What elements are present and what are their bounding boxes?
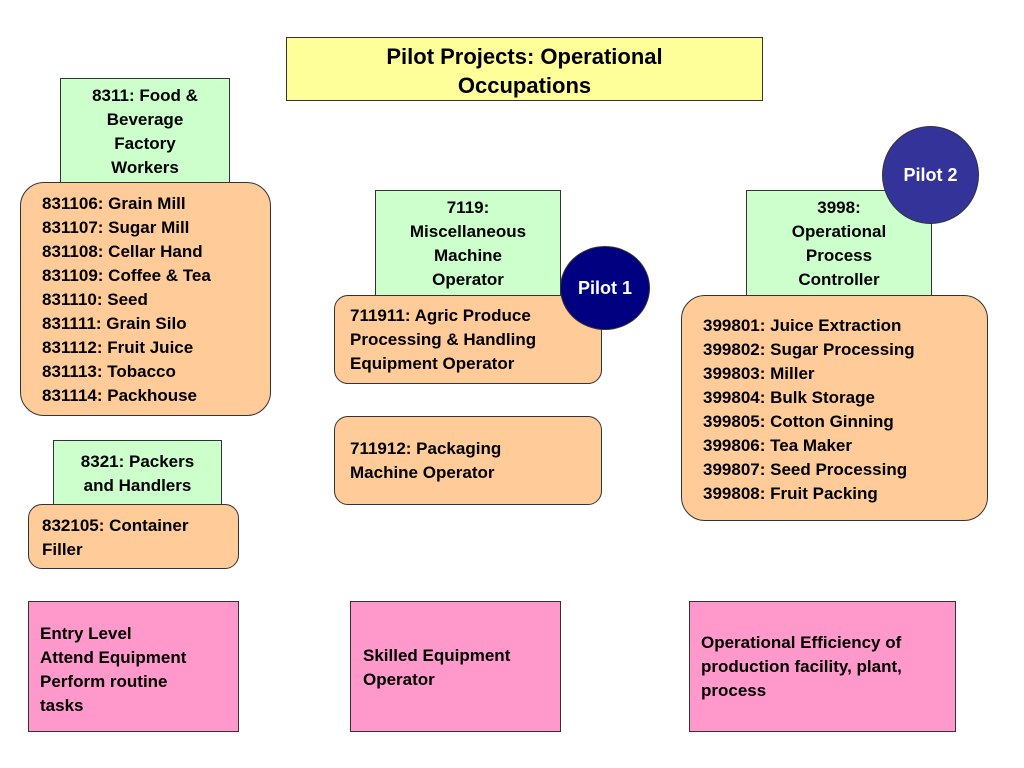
level-line: Attend Equipment: [40, 648, 187, 667]
occupation-711912-items: 711912: Packaging Machine Operator: [334, 416, 602, 505]
page-title: Pilot Projects: Operational Occupations: [286, 37, 763, 101]
level-line: Entry Level: [40, 624, 132, 643]
list-item: 831106: Grain Mill: [42, 194, 186, 213]
list-item: 399805: Cotton Ginning: [703, 412, 894, 431]
header-line: 7119:: [446, 198, 490, 217]
occupation-711911-items: 711911: Agric Produce Processing & Handl…: [334, 295, 602, 384]
title-line: Pilot Projects: Operational: [386, 44, 663, 69]
list-item: Machine Operator: [350, 463, 495, 482]
header-line: 8311: Food &: [92, 86, 198, 105]
header-line: 3998:: [817, 198, 861, 217]
header-line: 8321: Packers: [80, 452, 195, 471]
level-efficiency-box: Operational Efficiency of production fac…: [689, 601, 956, 732]
list-item: 831113: Tobacco: [42, 362, 176, 381]
occupation-7119-header: 7119: Miscellaneous Machine Operator: [375, 190, 561, 296]
list-item: 399801: Juice Extraction: [703, 316, 902, 335]
list-item: 399808: Fruit Packing: [703, 484, 878, 503]
header-line: Controller: [798, 270, 880, 289]
level-line: process: [701, 681, 767, 700]
level-line: Operational Efficiency of: [701, 633, 902, 652]
level-line: production facility, plant,: [701, 657, 902, 676]
pilot-1-label: Pilot 1: [577, 277, 632, 298]
occupation-8311-items: 831106: Grain Mill 831107: Sugar Mill 83…: [20, 182, 271, 416]
list-item: 831112: Fruit Juice: [42, 338, 194, 357]
header-line: Process: [805, 246, 873, 265]
pilot-1-badge: Pilot 1: [560, 246, 650, 330]
list-item: 831111: Grain Silo: [42, 314, 187, 333]
occupation-8321-header: 8321: Packers and Handlers: [53, 440, 222, 506]
header-line: and Handlers: [83, 476, 192, 495]
list-item: 399804: Bulk Storage: [703, 388, 875, 407]
header-line: Operator: [432, 270, 504, 289]
list-item: 831110: Seed: [42, 290, 148, 309]
list-item: 831114: Packhouse: [42, 386, 198, 405]
header-line: Machine: [433, 246, 503, 265]
list-item: 399807: Seed Processing: [703, 460, 908, 479]
occupation-3998-items: 399801: Juice Extraction 399802: Sugar P…: [681, 295, 988, 521]
header-line: Operational: [791, 222, 887, 241]
list-item: 831107: Sugar Mill: [42, 218, 190, 237]
list-item: Equipment Operator: [350, 354, 515, 373]
header-line: Factory: [114, 134, 176, 153]
level-line: Operator: [363, 670, 435, 689]
pilot-2-label: Pilot 2: [903, 164, 958, 185]
header-line: Miscellaneous: [409, 222, 527, 241]
list-item: Filler: [42, 540, 83, 559]
occupation-8311-header: 8311: Food & Beverage Factory Workers: [60, 78, 230, 184]
list-item: 831109: Coffee & Tea: [42, 266, 211, 285]
list-item: 832105: Container: [42, 516, 189, 535]
list-item: Processing & Handling: [350, 330, 537, 349]
level-line: Skilled Equipment: [363, 646, 511, 665]
level-skilled-box: Skilled Equipment Operator: [350, 601, 561, 732]
level-line: tasks: [40, 696, 84, 715]
header-line: Beverage: [106, 110, 184, 129]
list-item: 399802: Sugar Processing: [703, 340, 915, 359]
pilot-2-badge: Pilot 2: [882, 126, 979, 224]
list-item: 399806: Tea Maker: [703, 436, 853, 455]
list-item: 399803: Miller: [703, 364, 815, 383]
list-item: 711912: Packaging: [350, 439, 502, 458]
header-line: Workers: [111, 158, 179, 177]
level-line: Perform routine: [40, 672, 168, 691]
level-entry-box: Entry Level Attend Equipment Perform rou…: [28, 601, 239, 732]
occupation-8321-items: 832105: Container Filler: [28, 504, 239, 569]
list-item: 711911: Agric Produce: [350, 306, 531, 325]
title-line: Occupations: [457, 73, 592, 98]
list-item: 831108: Cellar Hand: [42, 242, 203, 261]
